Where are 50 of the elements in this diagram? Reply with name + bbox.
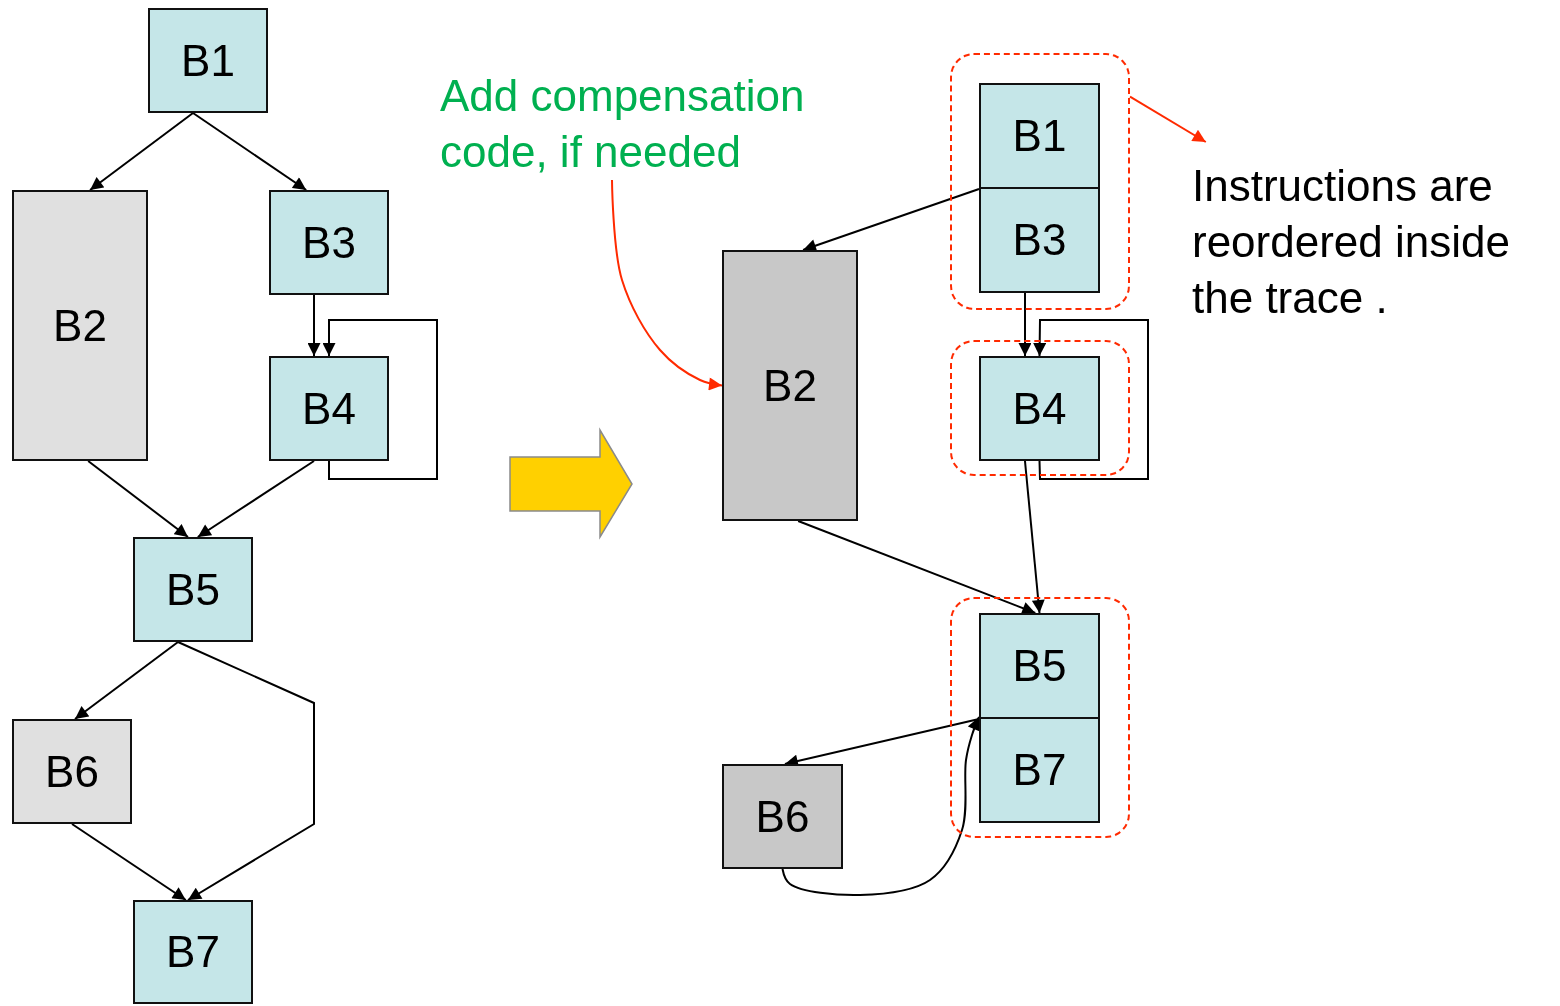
- arrow: [307, 294, 321, 357]
- arrow: [74, 641, 179, 720]
- basic-block: [133, 537, 253, 642]
- arrow: [1018, 292, 1032, 357]
- callout-arrow: [1129, 95, 1207, 143]
- block-label: B1: [1012, 114, 1067, 158]
- arrow: [192, 112, 308, 191]
- trace-region: [950, 597, 1130, 838]
- callout-arrow: [611, 179, 723, 391]
- loop-arrow: [322, 319, 438, 480]
- arrow: [1024, 460, 1045, 614]
- block-label: B1: [181, 38, 235, 83]
- arrow: [177, 641, 315, 901]
- block-label: B5: [166, 567, 220, 612]
- basic-block: [979, 613, 1100, 719]
- annotation-text: Add compensation code, if needed: [440, 68, 870, 180]
- basic-block: [722, 764, 843, 869]
- block-label: B3: [302, 220, 356, 265]
- basic-block: [12, 190, 148, 461]
- basic-block: [269, 190, 389, 295]
- block-label: B4: [1012, 386, 1067, 431]
- block-label: B7: [166, 930, 220, 974]
- arrow: [802, 188, 980, 252]
- block-label: B2: [53, 303, 107, 348]
- arrow: [71, 823, 187, 901]
- basic-block: [12, 719, 132, 824]
- arrow: [87, 460, 189, 538]
- loop-arrow: [1033, 319, 1149, 480]
- basic-block: [269, 356, 389, 461]
- block-label: B4: [302, 386, 356, 431]
- trace-region: [950, 340, 1130, 476]
- arrow: [797, 520, 1037, 615]
- block-label: B2: [763, 363, 817, 408]
- basic-block: [979, 83, 1100, 189]
- basic-block: [722, 250, 858, 521]
- basic-block: [148, 8, 268, 113]
- annotation-text: Instructions are reordered inside the trace .: [1192, 142, 1537, 322]
- basic-block: [979, 187, 1100, 293]
- arrow: [781, 716, 980, 897]
- trace-region: [950, 53, 1130, 310]
- basic-block: [133, 900, 253, 1004]
- block-label: B7: [1012, 748, 1067, 792]
- block-label: B5: [1012, 644, 1067, 688]
- block-label: B6: [45, 749, 99, 794]
- arrow: [89, 112, 194, 191]
- basic-block: [979, 356, 1100, 461]
- block-label: B3: [1012, 218, 1067, 262]
- block-label: B6: [755, 794, 810, 839]
- arrow: [196, 460, 315, 538]
- basic-block: [979, 717, 1100, 823]
